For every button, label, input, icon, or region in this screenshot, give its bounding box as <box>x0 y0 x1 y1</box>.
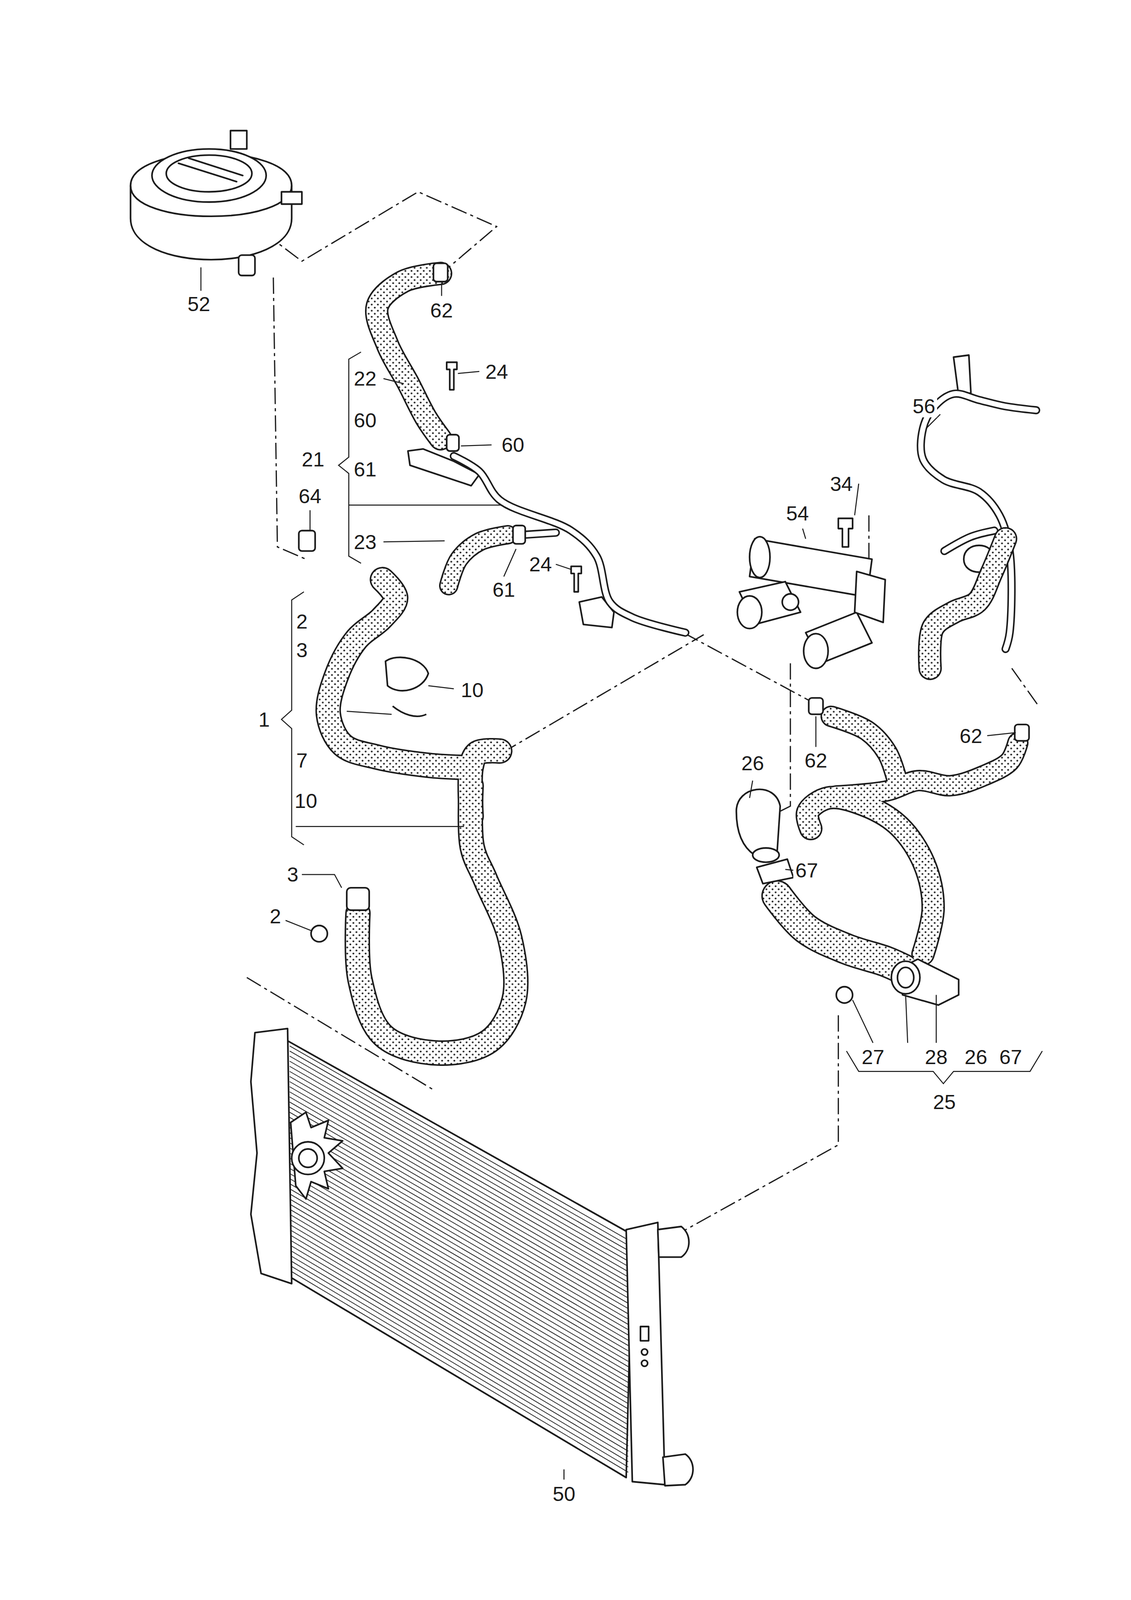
callout-number: 27 <box>859 1045 887 1068</box>
coolant-hose <box>357 785 516 1053</box>
callout-number: 62 <box>957 724 985 747</box>
coolant-hose <box>469 750 500 816</box>
coolant-hose <box>929 538 1006 668</box>
radiator-fin <box>289 1219 629 1420</box>
callout-number: 22 <box>351 367 379 390</box>
radiator-fin <box>289 1259 629 1462</box>
callout-number: 67 <box>793 859 820 882</box>
radiator-fin <box>289 1173 629 1372</box>
metal-pipe <box>525 532 556 535</box>
radiator-fin <box>289 1116 629 1314</box>
callout-number: 28 <box>923 1045 950 1068</box>
radiator-fin <box>289 1157 629 1356</box>
callout-number: 64 <box>296 484 324 507</box>
radiator-fin <box>289 1061 629 1256</box>
radiator-fin <box>289 1086 629 1282</box>
radiator-fin <box>289 1244 629 1446</box>
coolant-hose <box>448 534 508 586</box>
callout-number: 21 <box>299 447 327 470</box>
radiator-fin <box>289 1081 629 1277</box>
callout-number: 61 <box>490 578 518 601</box>
callout-number: 62 <box>428 298 455 322</box>
radiator-fin <box>289 1076 629 1272</box>
radiator-fin <box>289 1168 629 1367</box>
radiator-fin <box>289 1096 629 1293</box>
callout-number: 25 <box>931 1090 959 1113</box>
radiator-fin <box>289 1234 629 1436</box>
callout-number: 24 <box>483 360 510 383</box>
radiator-fin <box>289 1224 629 1425</box>
radiator-fin <box>289 1208 629 1409</box>
radiator-fin <box>289 1050 629 1245</box>
radiator-fin <box>289 1147 629 1346</box>
radiator-fin <box>289 1239 629 1441</box>
coolant-hose <box>836 742 1018 796</box>
coolant-hose <box>929 538 1006 668</box>
coolant-hose <box>376 273 441 439</box>
radiator-fin <box>289 1101 629 1299</box>
callout-number: 34 <box>828 472 855 495</box>
radiator-fin <box>289 1183 629 1383</box>
coolant-hose <box>328 579 462 767</box>
radiator-fin <box>289 1111 629 1309</box>
coolant-hose <box>376 273 441 439</box>
callout-number: 54 <box>784 501 811 524</box>
radiator-fin <box>289 1091 629 1288</box>
callout-number: 56 <box>910 395 938 418</box>
callout-number: 67 <box>997 1045 1025 1068</box>
radiator-fin <box>289 1188 629 1388</box>
callout-number: 26 <box>739 751 766 775</box>
coolant-hose <box>328 579 462 767</box>
coolant-hose <box>777 895 904 970</box>
radiator-fin <box>289 1152 629 1351</box>
radiator-fin <box>289 1132 629 1330</box>
callout-number: 62 <box>802 748 830 771</box>
callout-number: 52 <box>185 292 213 316</box>
radiator-fin <box>289 1203 629 1403</box>
radiator-fin <box>289 1178 629 1377</box>
coolant-hose <box>831 716 898 782</box>
coolant-hose <box>357 785 516 1053</box>
callout-number: 60 <box>351 409 379 432</box>
radiator-fin <box>289 1106 629 1304</box>
callout-number: 10 <box>459 678 486 701</box>
callout-number: 3 <box>294 638 310 661</box>
callout-number: 24 <box>527 553 554 576</box>
radiator-fin <box>289 1162 629 1361</box>
callout-number: 26 <box>962 1045 990 1068</box>
coolant-hose <box>836 742 1018 796</box>
callout-number: 2 <box>267 904 283 928</box>
radiator-fin <box>289 1198 629 1398</box>
radiator-fin <box>289 1142 629 1340</box>
radiator-fin <box>289 1127 629 1325</box>
coolant-hose <box>831 716 898 782</box>
radiator-fin <box>289 1193 629 1393</box>
radiator-fin <box>289 1066 629 1261</box>
radiator-fin <box>289 1269 629 1472</box>
radiator-fin <box>289 1045 629 1240</box>
radiator-fin <box>289 1254 629 1457</box>
callout-number: 7 <box>294 748 310 771</box>
coolant-hose <box>469 750 500 816</box>
radiator-fin <box>289 1249 629 1451</box>
radiator-fin <box>289 1229 629 1430</box>
callout-number: 23 <box>351 530 379 553</box>
callout-number: 61 <box>351 458 379 481</box>
callout-number: 2 <box>294 610 310 633</box>
callout-number: 60 <box>499 433 527 456</box>
coolant-hose <box>448 534 508 586</box>
callout-number: 10 <box>292 789 320 812</box>
callout-number: 3 <box>285 863 301 886</box>
radiator-fin <box>289 1121 629 1319</box>
radiator-fin <box>289 1071 629 1266</box>
callout-number: 1 <box>256 707 272 731</box>
coolant-hose <box>777 895 904 970</box>
callout-number: 50 <box>550 1482 578 1505</box>
radiator-fin <box>289 1055 629 1250</box>
radiator-fin <box>289 1264 629 1467</box>
metal-pipe <box>525 532 556 535</box>
radiator-fin <box>289 1214 629 1414</box>
